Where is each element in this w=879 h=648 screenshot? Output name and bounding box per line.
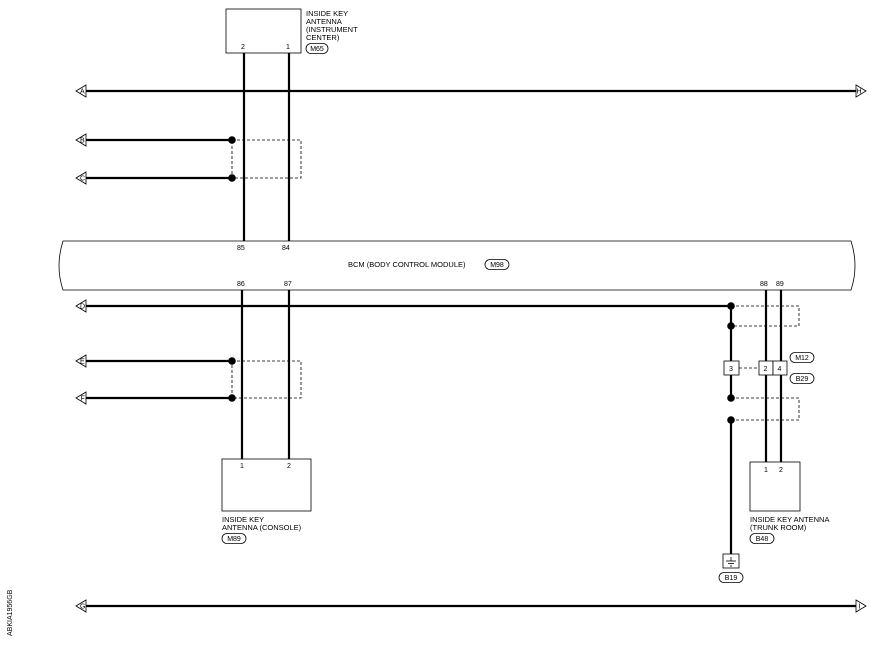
- joint-connector-pin-3: 3: [729, 366, 733, 373]
- antenna-trunk-room: 1 2 INSIDE KEY ANTENNA (TRUNK ROOM) B48: [749, 461, 829, 544]
- arrow-e-label: E: [80, 359, 85, 366]
- antenna-console-label-line2: ANTENNA (CONSOLE): [222, 523, 302, 532]
- arrow-b-icon: [75, 133, 87, 147]
- bcm-pin-87: 87: [284, 281, 292, 288]
- arrow-c-icon: [75, 171, 87, 185]
- diagram-code: ABKIA1956GB: [7, 589, 14, 636]
- antenna-instrument-center-label-line1: INSIDE KEY: [306, 9, 348, 18]
- arrow-i-label: I: [859, 604, 861, 611]
- connector-badge-b19-frame: [718, 572, 744, 583]
- arrow-b-label: B: [80, 138, 85, 145]
- connector-badge-m98-frame: [484, 259, 510, 270]
- line-b: B: [75, 133, 236, 147]
- bcm-pin-88: 88: [760, 281, 768, 288]
- bcm-label: BCM (BODY CONTROL MODULE): [348, 260, 466, 269]
- connector-badge-m65: M65: [310, 46, 324, 53]
- connector-badge-m98: M98: [490, 262, 504, 269]
- antenna-trunk-room-box: [749, 461, 801, 512]
- connector-badge-m12: M12: [795, 355, 809, 362]
- arrow-g-label: G: [80, 604, 85, 611]
- connector-badge-m12-frame: [789, 352, 815, 363]
- arrow-a-icon: [75, 84, 87, 98]
- ground: B19: [718, 553, 744, 583]
- arrow-e-icon: [75, 354, 87, 368]
- joint-connector-pin-4: 4: [778, 366, 782, 373]
- antenna-instrument-center-label-line3: (INSTRUMENT: [306, 25, 358, 34]
- connector-badge-m89: M89: [227, 536, 241, 543]
- antenna-console: 1 2 INSIDE KEY ANTENNA (CONSOLE) M89: [221, 458, 312, 544]
- joint-connector-pin-2: 2: [764, 366, 768, 373]
- connector-badge-m89-frame: [221, 533, 247, 544]
- antenna-console-box: [221, 458, 312, 512]
- line-e: E: [75, 354, 236, 368]
- arrow-d-icon: [75, 299, 87, 313]
- arrow-h-icon: [855, 84, 867, 98]
- shield-upper: [231, 139, 302, 179]
- arrow-a-label: A: [80, 89, 85, 96]
- line-f: F: [75, 391, 236, 405]
- antenna-console-label-line1: INSIDE KEY: [222, 515, 264, 524]
- antenna-trunk-room-label-line1: INSIDE KEY ANTENNA: [750, 515, 829, 524]
- line-g-i: G I: [75, 599, 867, 613]
- connector-badge-b48-frame: [749, 533, 775, 544]
- shield-lower-left: [231, 360, 302, 399]
- antenna-instrument-center-pin-2: 2: [241, 44, 245, 51]
- connector-badge-b29-frame: [789, 373, 815, 384]
- line-c: C: [75, 171, 236, 185]
- antenna-instrument-center-label-line4: CENTER): [306, 33, 340, 42]
- arrow-f-icon: [75, 391, 87, 405]
- antenna-trunk-room-pin-1: 1: [764, 467, 768, 474]
- bcm-module: 85 84 BCM (BODY CONTROL MODULE) M98 86 8…: [58, 240, 856, 291]
- antenna-trunk-room-pin-2: 2: [779, 467, 783, 474]
- line-d: D: [75, 299, 735, 313]
- line-a-h: A H: [75, 84, 867, 98]
- arrow-d-label: D: [80, 304, 85, 311]
- arrow-h-label: H: [857, 89, 862, 96]
- joint-connector: 3 2 4 M12 B29: [723, 352, 815, 384]
- antenna-instrument-center-box: [225, 8, 302, 54]
- antenna-trunk-room-label-line2: (TRUNK ROOM): [750, 523, 807, 532]
- arrow-i-icon: [855, 599, 867, 613]
- antenna-instrument-center: 2 1 INSIDE KEY ANTENNA (INSTRUMENT CENTE…: [225, 8, 358, 54]
- bcm-pin-85: 85: [237, 245, 245, 252]
- connector-badge-b29: B29: [796, 376, 809, 383]
- drain-circuit: [727, 305, 800, 554]
- arrow-f-label: F: [81, 396, 85, 403]
- connector-badge-m65-frame: [305, 43, 329, 54]
- arrow-c-label: C: [80, 176, 85, 183]
- bcm-pin-86: 86: [237, 281, 245, 288]
- connector-badge-b19: B19: [725, 575, 738, 582]
- antenna-instrument-center-pin-1: 1: [286, 44, 290, 51]
- antenna-console-pin-2: 2: [287, 463, 291, 470]
- arrow-g-icon: [75, 599, 87, 613]
- bcm-pin-84: 84: [282, 245, 290, 252]
- antenna-instrument-center-label-line2: ANTENNA: [306, 17, 342, 26]
- connector-badge-b48: B48: [756, 536, 769, 543]
- bcm-pin-89: 89: [776, 281, 784, 288]
- antenna-console-pin-1: 1: [240, 463, 244, 470]
